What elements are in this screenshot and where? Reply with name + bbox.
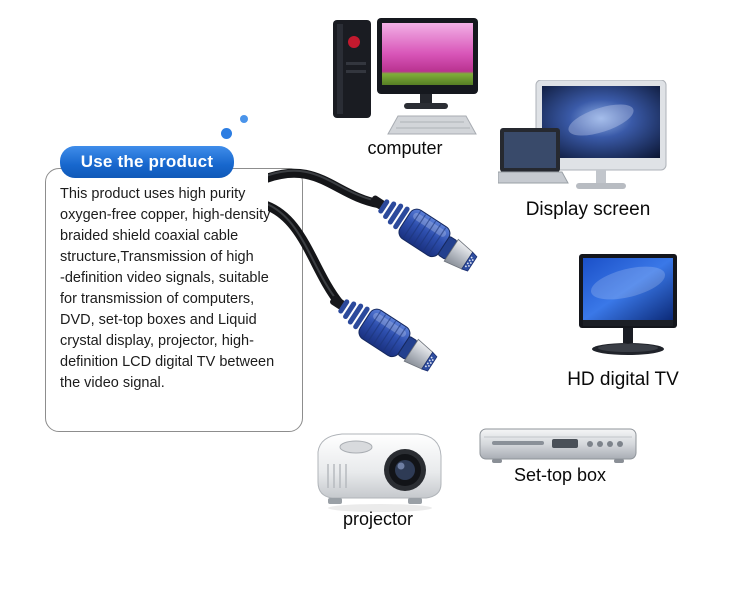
hd-tv-image-wrap: [578, 253, 678, 370]
vga-cable-image: [268, 168, 483, 379]
display-screen-image-wrap: [497, 79, 670, 203]
projector-label: projector: [342, 509, 414, 529]
computer-label: computer: [367, 138, 443, 158]
use-product-badge: Use the product: [60, 146, 234, 178]
projector-image-wrap: [308, 422, 448, 519]
hd-tv-label: HD digital TV: [567, 369, 679, 390]
display-screen-label: Display screen: [525, 199, 651, 220]
set-top-box-label: Set-top box: [513, 465, 607, 485]
decorative-dot-large: [221, 128, 232, 139]
description-box: This product uses high purity oxygen-fre…: [45, 168, 303, 432]
projector-image: [317, 433, 442, 512]
decorative-dot-small: [240, 115, 248, 123]
set-top-box-image-wrap: [478, 423, 638, 472]
display-screen-image: [497, 79, 667, 189]
computer-image: [333, 18, 478, 135]
hd-tv-image: [579, 254, 677, 355]
product-description: This product uses high purity oxygen-fre…: [60, 186, 275, 391]
set-top-box-image: [479, 428, 637, 463]
computer-image-wrap: [330, 16, 480, 143]
